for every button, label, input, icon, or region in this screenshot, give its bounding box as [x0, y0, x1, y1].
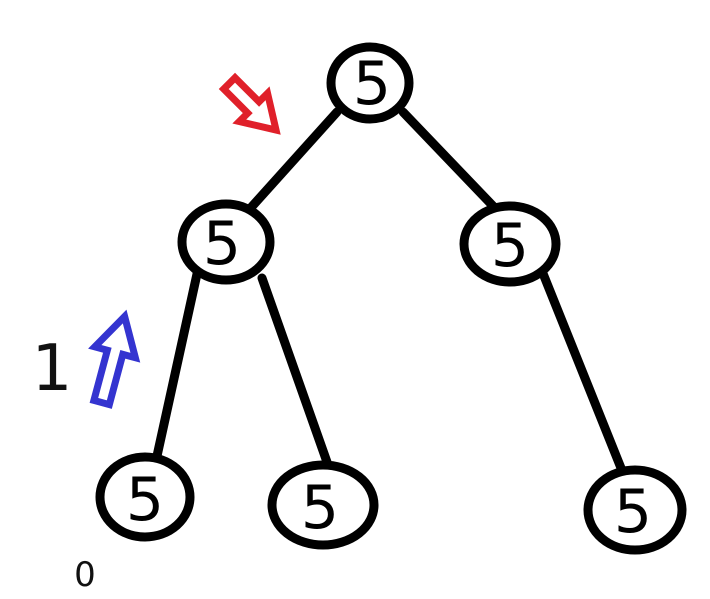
tree-node-left: 5	[177, 199, 275, 285]
node-value: 5	[126, 465, 164, 535]
tree-node-left-right: 5	[267, 460, 379, 550]
edge-root-right	[398, 107, 498, 211]
node-circle	[326, 42, 414, 124]
arrow-step-label: 1	[32, 332, 73, 406]
arrow-up-icon	[88, 309, 141, 409]
tree-node-left-left: 5	[95, 452, 195, 542]
arrow-down-left-icon	[218, 72, 281, 135]
tree-node-root: 5	[326, 42, 414, 124]
node-circle	[177, 199, 275, 285]
edge-left-leftright	[257, 273, 332, 467]
arrow-down-left-shape	[218, 72, 281, 135]
node-circle	[459, 201, 561, 287]
edge-right-rightright	[535, 261, 628, 478]
arrow-up-shape	[88, 309, 141, 409]
node-circle	[583, 465, 687, 555]
node-circle	[267, 460, 379, 550]
edge-left-leftleft	[152, 269, 202, 461]
leaf-index-label: 0	[74, 555, 96, 595]
tree-node-right-right: 5	[583, 465, 687, 555]
node-value: 5	[614, 477, 652, 547]
node-value: 5	[203, 209, 241, 279]
node-circle	[95, 452, 195, 542]
edge-root-left	[242, 107, 342, 217]
node-value: 5	[491, 211, 529, 281]
tree-node-right: 5	[459, 201, 561, 287]
node-value: 5	[301, 473, 339, 543]
tree-edges	[152, 107, 628, 478]
node-value: 5	[353, 49, 391, 119]
